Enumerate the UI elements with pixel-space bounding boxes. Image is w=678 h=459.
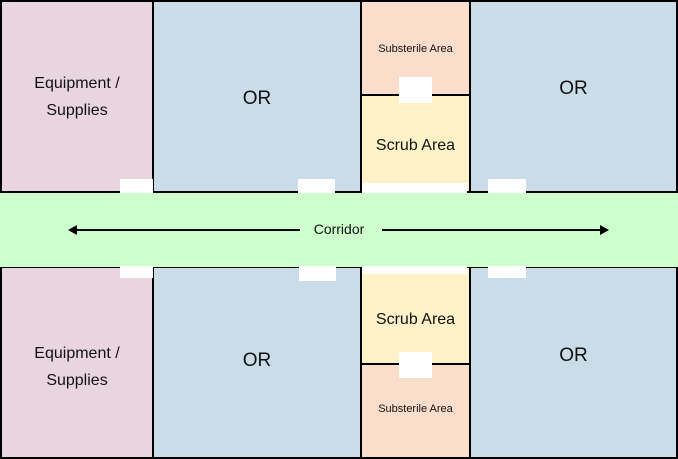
bottom-or-left-label: OR [242,350,272,371]
corridor-arrow-left-line [76,229,300,231]
bottom-or-right-label: OR [559,345,588,366]
top-equipment-label-line2: Supplies [46,102,108,119]
top-equipment-label-line1: Equipment / [34,75,120,92]
top-or-left-label: OR [242,88,272,109]
corridor-arrow-right-head-icon [600,225,609,235]
bottom-scrub-room: Scrub Area [360,266,471,365]
top-scrub-room: Scrub Area [360,94,471,193]
door-top-or-right [488,179,526,193]
top-equipment-room: Equipment / Supplies [0,0,154,193]
top-scrub-label: Scrub Area [375,137,456,154]
corridor-arrow-right-line [382,229,600,231]
door-top-or-left [298,179,335,193]
door-top-equipment [120,179,153,193]
door-bottom-or-left [299,266,336,281]
top-substerile-label: Substerile Area [378,43,453,55]
door-top-substerile-scrub [399,77,432,103]
top-or-right-room: OR [469,0,678,193]
door-bottom-or-right [488,266,526,278]
bottom-substerile-room: Substerile Area [360,363,471,459]
door-bottom-equipment [120,266,153,278]
bottom-or-left-room: OR [152,266,362,459]
bottom-equipment-label-line1: Equipment / [34,345,120,362]
top-or-right-label: OR [559,78,588,99]
corridor-arrow-left-head-icon [68,225,77,235]
bottom-equipment-room: Equipment / Supplies [0,266,154,459]
top-or-left-room: OR [152,0,362,193]
door-bottom-scrub [362,266,467,274]
bottom-or-right-room: OR [469,266,678,459]
door-bottom-scrub-substerile [399,352,432,378]
bottom-equipment-label-line2: Supplies [46,372,108,389]
top-equipment-label: Equipment / Supplies [2,70,152,124]
bottom-substerile-label: Substerile Area [378,403,453,415]
door-top-scrub [362,183,467,193]
bottom-equipment-label: Equipment / Supplies [2,340,152,394]
corridor-label: Corridor [313,221,365,237]
bottom-scrub-label: Scrub Area [375,311,456,328]
